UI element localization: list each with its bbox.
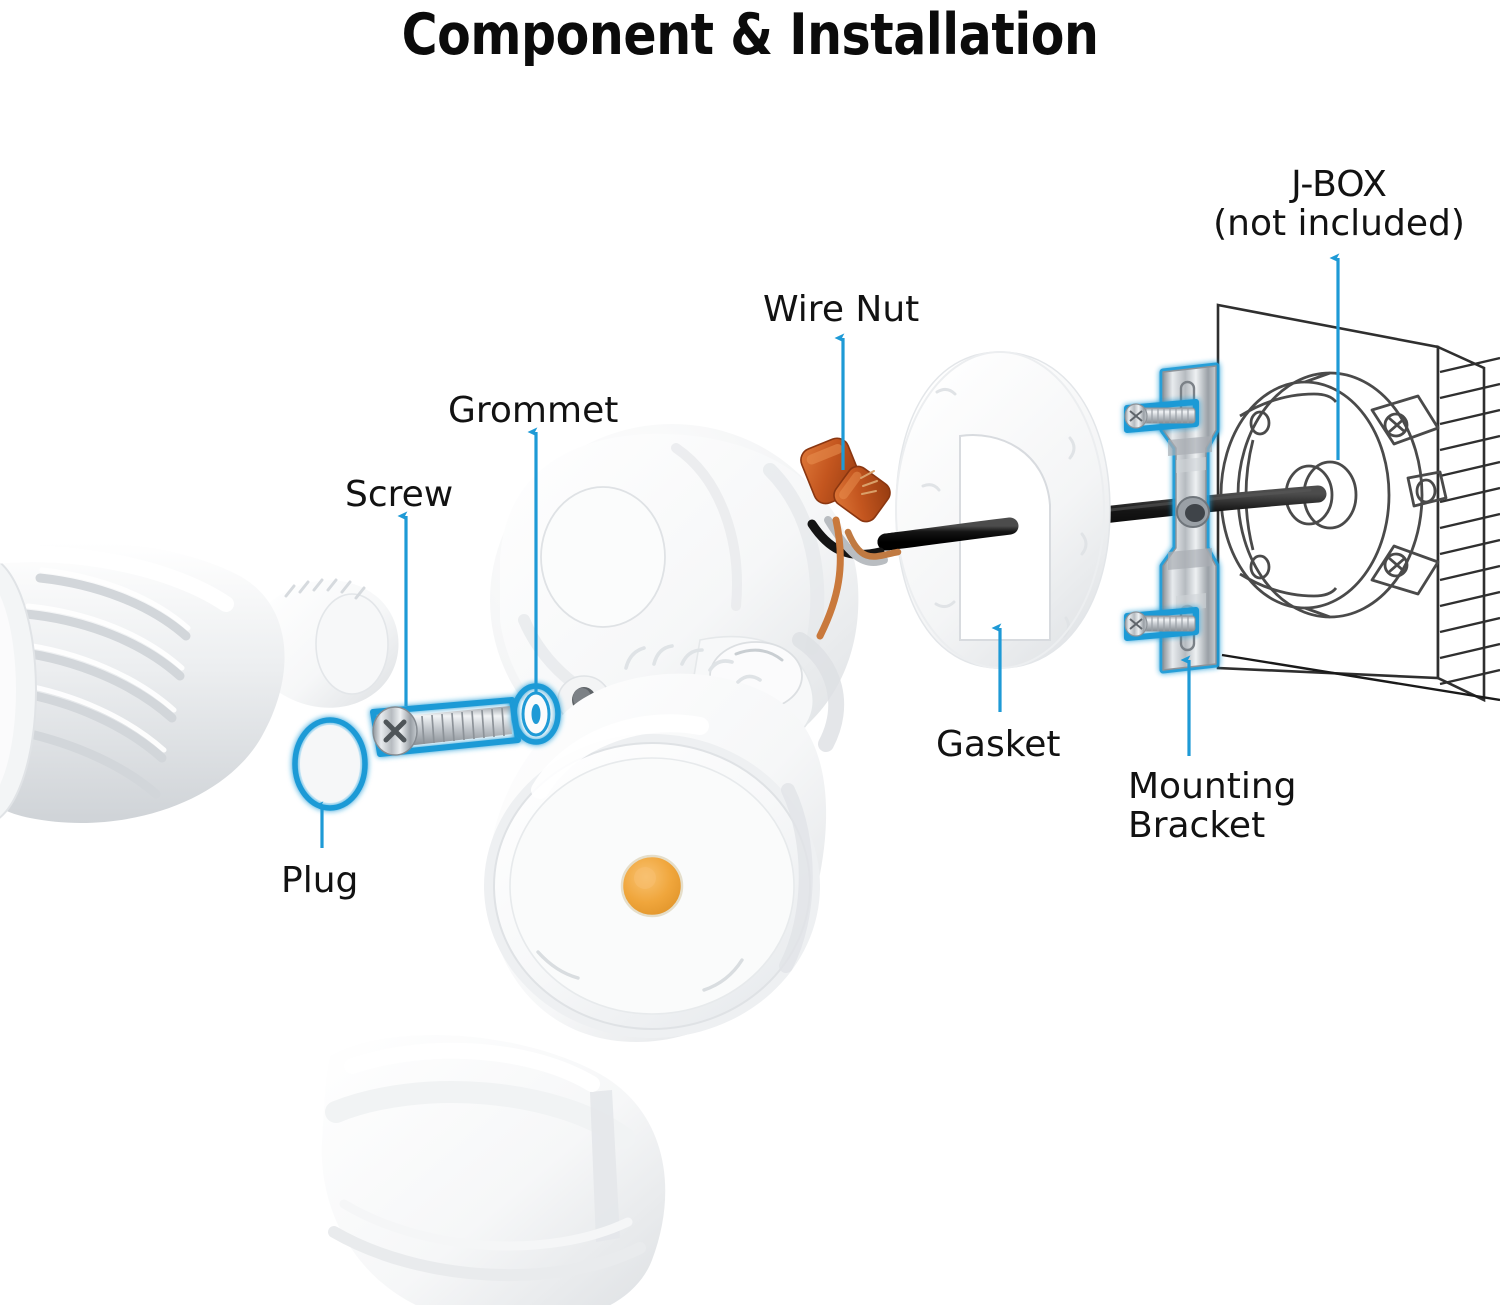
plug[interactable]: [292, 717, 368, 811]
mounting-bracket[interactable]: [1159, 362, 1220, 674]
label-wire-nut: Wire Nut: [763, 289, 920, 330]
page-title: Component & Installation: [401, 2, 1099, 68]
grommet[interactable]: [511, 683, 561, 745]
label-gasket: Gasket: [936, 724, 1061, 765]
label-mounting-bracket: Mounting Bracket: [1128, 766, 1297, 846]
head-knurl: [624, 644, 762, 684]
bracket-screw-top[interactable]: [1124, 399, 1199, 433]
wall-hatching: [1439, 356, 1500, 686]
callout-arrows: [313, 253, 1340, 848]
led-chip: [620, 854, 684, 918]
cable-front: [877, 517, 1019, 551]
heat-sink-fins: [11, 573, 191, 799]
motion-sensor: [321, 1035, 666, 1305]
bracket-screw-bottom[interactable]: [1124, 607, 1199, 641]
screw[interactable]: [370, 697, 521, 757]
front-floodlight-head: [484, 644, 827, 1042]
bracket-leader-line: [1221, 653, 1500, 702]
wire-nut: [800, 437, 902, 640]
label-grommet: Grommet: [448, 390, 619, 431]
left-floodlight-head: [0, 542, 399, 823]
label-plug: Plug: [281, 860, 359, 901]
label-j-box: J-BOX (not included): [1213, 164, 1465, 244]
gasket: [895, 351, 1111, 669]
label-screw: Screw: [345, 474, 454, 515]
